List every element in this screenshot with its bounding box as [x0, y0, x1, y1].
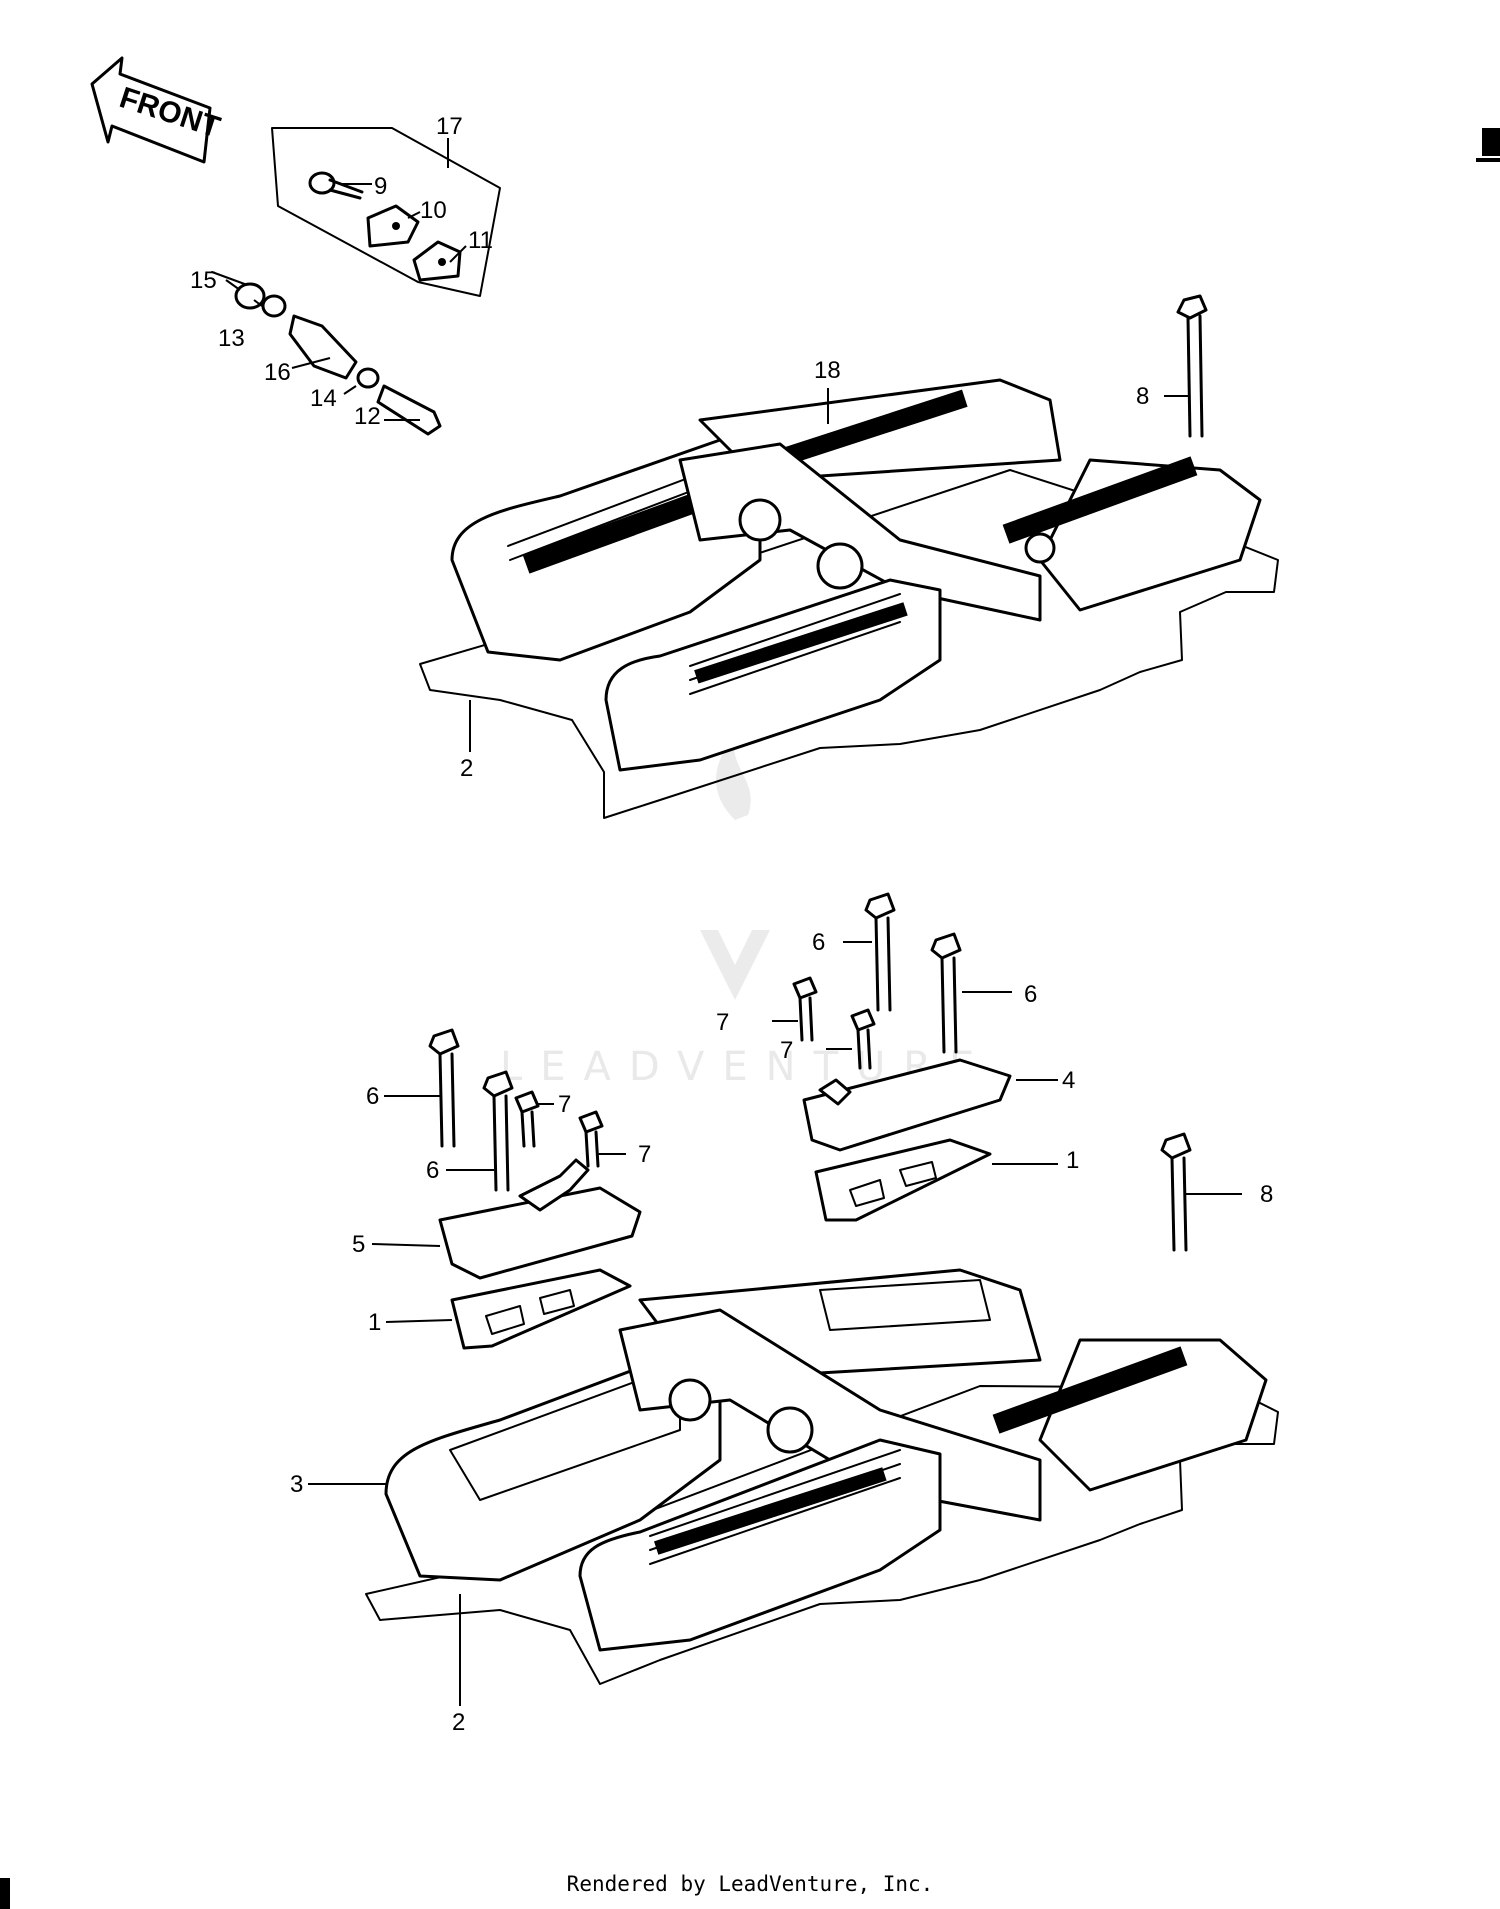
edge-mark-right [1482, 128, 1500, 156]
callout-2-top: 2 [460, 755, 473, 782]
footer-credit: Rendered by LeadVenture, Inc. [566, 1872, 934, 1896]
edge-marks [0, 128, 1500, 1909]
lower-cover-assembly [365, 1268, 1279, 1685]
callout-8-top: 8 [1136, 383, 1149, 410]
callout-17: 17 [436, 113, 463, 140]
callout-6-b: 6 [1024, 981, 1037, 1008]
callout-3: 3 [290, 1471, 303, 1498]
part-1-gasket-left [450, 1268, 632, 1350]
front-arrow: FRONT [90, 56, 224, 164]
part-17-kit-box [271, 127, 501, 297]
callout-16: 16 [264, 359, 291, 386]
callout-12: 12 [354, 403, 381, 430]
callout-2-bottom: 2 [452, 1709, 465, 1736]
part-12-shaft [376, 384, 442, 436]
part-8-bolt-top [1176, 294, 1208, 438]
callout-9: 9 [374, 173, 387, 200]
watermark-logo: LEADVENTURE [500, 735, 974, 1090]
part-11-bracket [412, 240, 462, 282]
callout-13: 13 [218, 325, 245, 352]
edge-mark-left [0, 1878, 10, 1909]
callout-5: 5 [352, 1231, 365, 1258]
part-14-oring [356, 367, 380, 389]
callout-labels: 17 9 10 11 15 13 16 14 12 18 8 2 6 6 7 7… [190, 113, 1273, 1736]
callout-7-d: 7 [638, 1141, 651, 1168]
part-4-breather-cover [802, 1058, 1012, 1152]
callout-6-c: 6 [366, 1083, 379, 1110]
callout-4: 4 [1062, 1067, 1075, 1094]
upper-cover-assembly [419, 378, 1279, 819]
leader-lines [225, 138, 1242, 1706]
part-9-screw [308, 171, 364, 200]
callout-6-d: 6 [426, 1157, 439, 1184]
callout-14: 14 [310, 385, 337, 412]
callout-15: 15 [190, 267, 217, 294]
part-16-housing [288, 314, 358, 380]
callout-7-b: 7 [780, 1037, 793, 1064]
callout-18: 18 [814, 357, 841, 384]
callout-6-a: 6 [812, 929, 825, 956]
callout-11: 11 [468, 227, 493, 254]
callout-7-c: 7 [558, 1091, 571, 1118]
part-8-bolt-bottom [1160, 1132, 1192, 1252]
part-13-ring [261, 294, 287, 318]
callout-1-right: 1 [1066, 1147, 1079, 1174]
part-1-gasket-right [814, 1138, 992, 1222]
part-6-bolts [428, 892, 962, 1192]
callout-10: 10 [420, 197, 447, 224]
part-10-bracket [366, 204, 420, 248]
callout-8-bottom: 8 [1260, 1181, 1273, 1208]
callout-7-a: 7 [716, 1009, 729, 1036]
callout-1-left: 1 [368, 1309, 381, 1336]
part-7-bolts [514, 976, 876, 1168]
part-5-breather-cover [438, 1158, 642, 1280]
